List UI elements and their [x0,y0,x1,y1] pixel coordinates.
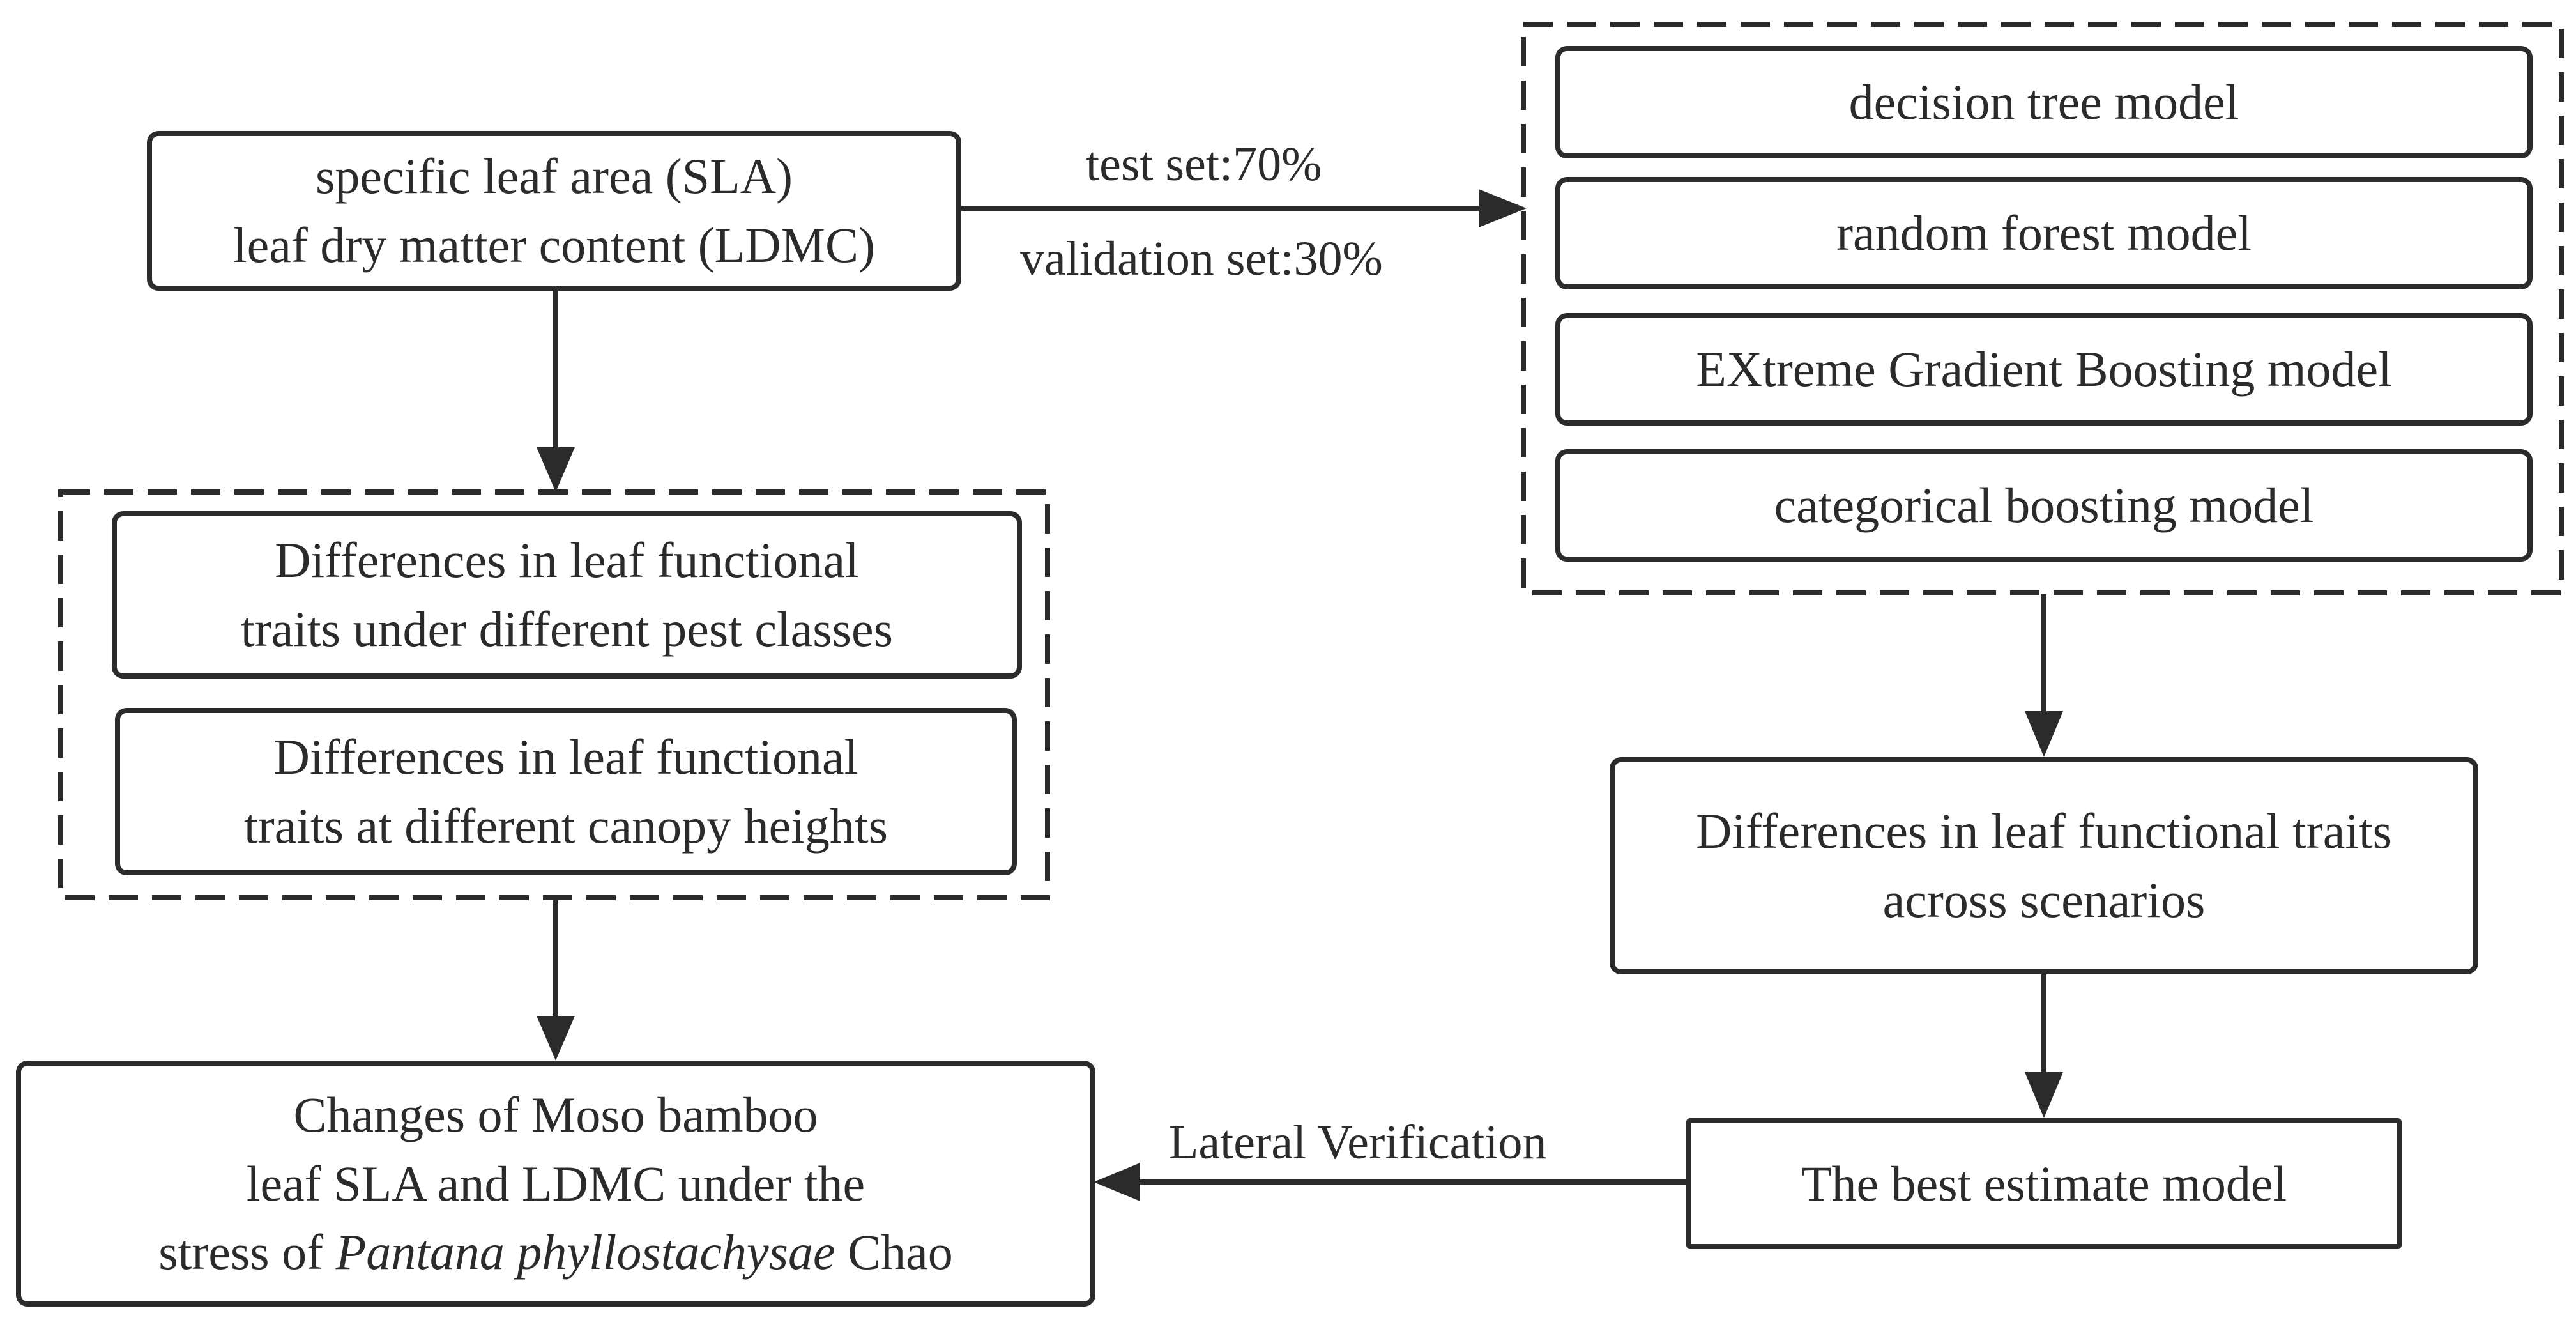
model-box-catboost: categorical boosting model [1555,449,2533,562]
changes-line-3-suffix: Chao [835,1224,953,1280]
model-label: random forest model [1836,205,2252,261]
pest-classes-box: Differences in leaf functional traits un… [112,511,1022,679]
best-model-box: The best estimate model [1686,1118,2402,1249]
canopy-heights-line-1: Differences in leaf functional [273,729,858,785]
changes-box: Changes of Moso bamboo leaf SLA and LDMC… [16,1061,1095,1307]
model-label: EXtreme Gradient Boosting model [1696,341,2392,397]
canopy-heights-line-2: traits at different canopy heights [244,798,888,854]
arrowhead-input-to-models [1479,189,1527,227]
arrowhead-differences-to-changes [537,1016,575,1061]
scenarios-line-2: across scenarios [1882,872,2206,928]
input-traits-line-1: specific leaf area (SLA) [315,148,793,204]
scenarios-line-1: Differences in leaf functional traits [1695,803,2393,859]
arrowhead-scenarios-to-best [2025,1072,2063,1118]
lateral-verification-label: Lateral Verification [1169,1116,1547,1169]
arrowhead-input-to-differences [537,447,575,492]
test-set-label: test set:70% [1086,137,1322,191]
model-label: decision tree model [1848,74,2239,130]
arrowhead-best-to-changes [1094,1163,1140,1201]
best-model-label: The best estimate model [1801,1155,2287,1211]
arrowhead-models-to-scenarios [2025,711,2063,757]
input-traits-line-2: leaf dry matter content (LDMC) [233,217,875,273]
changes-line-3-prefix: stress of [158,1224,336,1280]
model-label: categorical boosting model [1774,477,2314,534]
changes-line-3: stress of Pantana phyllostachysae Chao [158,1218,953,1287]
pest-classes-line-2: traits under different pest classes [241,601,893,657]
changes-line-2: leaf SLA and LDMC under the [246,1155,865,1211]
pest-classes-line-1: Differences in leaf functional [275,532,859,588]
input-traits-box: specific leaf area (SLA) leaf dry matter… [147,131,961,291]
model-box-xgboost: EXtreme Gradient Boosting model [1555,313,2533,426]
species-name: Pantana phyllostachysae [335,1224,835,1280]
changes-line-1: Changes of Moso bamboo [293,1087,818,1143]
model-box-random-forest: random forest model [1555,177,2533,289]
model-box-decision-tree: decision tree model [1555,46,2533,158]
scenarios-box: Differences in leaf functional traits ac… [1610,757,2478,974]
validation-set-label: validation set:30% [1020,232,1383,286]
model-group-frame [1521,22,2564,595]
canopy-heights-box: Differences in leaf functional traits at… [115,708,1017,875]
